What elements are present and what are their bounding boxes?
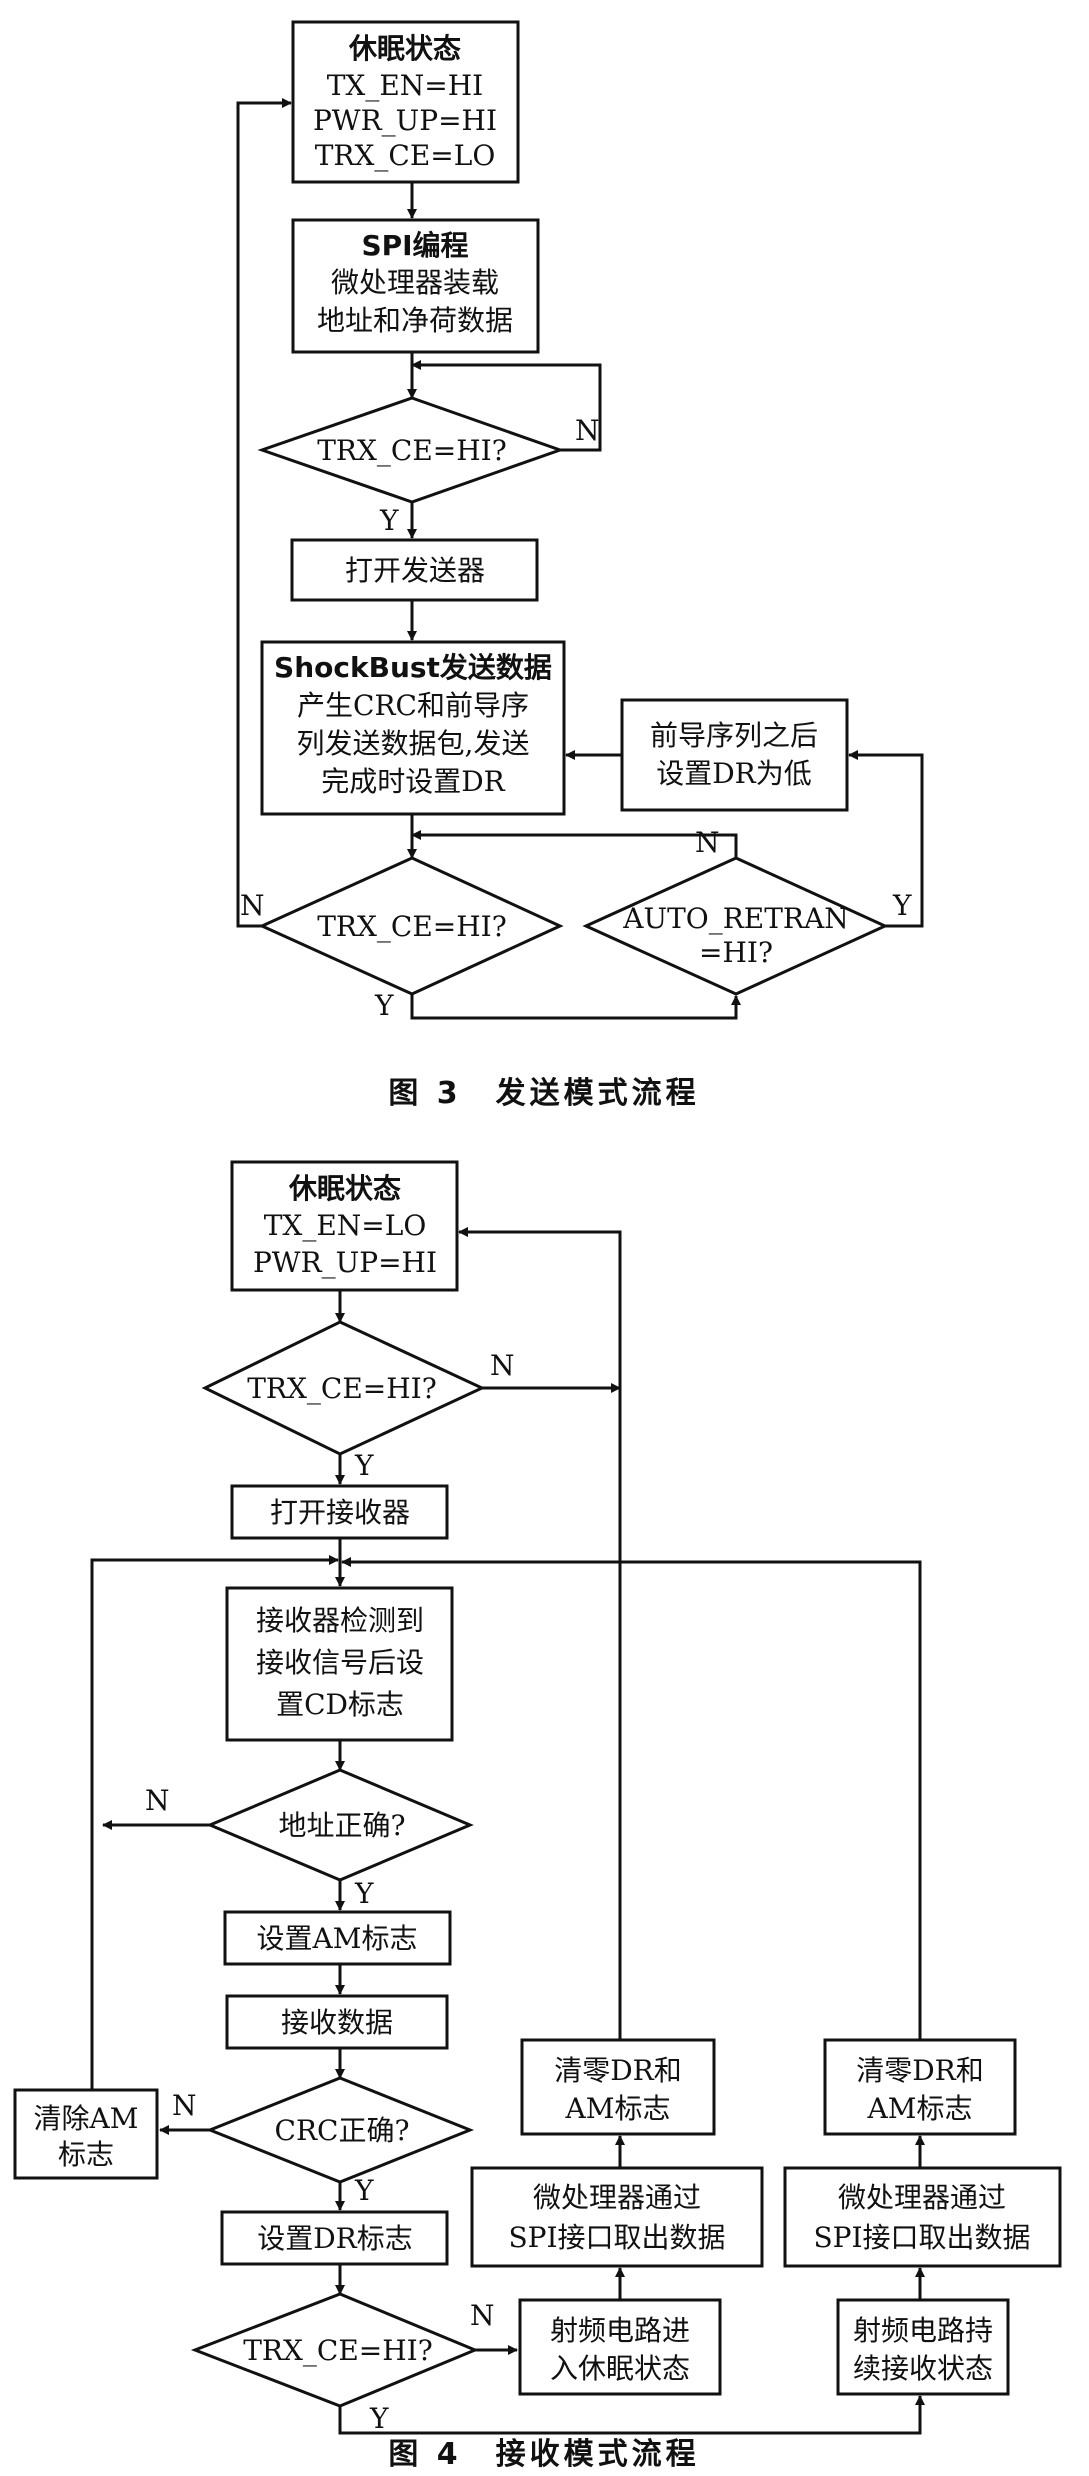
tx-shockburst-box xyxy=(260,640,566,816)
tx-spi-line1: 微处理器装载 xyxy=(331,266,499,299)
rx-decision-crc-label: CRC正确? xyxy=(275,2114,410,2147)
rx-receive-data-box xyxy=(225,1994,449,2050)
rx-mcu-read-box-1 xyxy=(470,2166,764,2268)
rx-sleep-box xyxy=(230,1160,459,1292)
tx-spi-title: SPI编程 xyxy=(361,229,468,262)
figure-3-transmit-flow: 休眠状态 TX_EN=HI PWR_UP=HI TRX_CE=LO SPI编程 … xyxy=(236,20,924,1111)
rx-detect-line1: 接收器检测到 xyxy=(256,1604,424,1637)
rx-rf-sleep-line1: 射频电路进 xyxy=(550,2314,690,2347)
tx-preamble-line2: 设置DR为低 xyxy=(656,757,812,790)
tx-label-n3: N xyxy=(695,826,720,859)
rx-clear-dr-box-2 xyxy=(823,2038,1017,2136)
rx-clear-dr-2-line2: AM标志 xyxy=(867,2092,973,2125)
rx-mcu-read-box-2 xyxy=(783,2166,1062,2268)
rx-decision-trx-ce-2-label: TRX_CE=HI? xyxy=(243,2334,433,2367)
rx-mcu-read-1-line1: 微处理器通过 xyxy=(533,2181,701,2214)
tx-label-n1: N xyxy=(575,414,600,447)
rx-rf-continue-line2: 续接收状态 xyxy=(853,2352,993,2385)
rx-sleep-line2: PWR_UP=HI xyxy=(253,1246,437,1279)
tx-shockburst-title: ShockBust发送数据 xyxy=(274,651,552,684)
tx-sleep-title: 休眠状态 xyxy=(348,32,461,65)
figure-3-caption: 图 3 发送模式流程 xyxy=(388,1076,699,1111)
tx-preamble-line1: 前导序列之后 xyxy=(650,719,818,752)
tx-label-y1: Y xyxy=(379,504,399,537)
rx-clear-dr-2-line1: 清零DR和 xyxy=(856,2054,984,2087)
rx-open-receiver-label: 打开接收器 xyxy=(270,1496,410,1529)
rx-label-y3: Y xyxy=(354,2174,374,2207)
rx-label-n4: N xyxy=(470,2299,495,2332)
rx-mcu-read-1-line2: SPI接口取出数据 xyxy=(508,2221,725,2254)
rx-rf-sleep-box xyxy=(518,2298,722,2396)
tx-decision-trx-ce-1-label: TRX_CE=HI? xyxy=(317,434,507,467)
rx-clear-dr-1-line2: AM标志 xyxy=(565,2092,671,2125)
rx-set-am-label: 设置AM标志 xyxy=(257,1922,418,1955)
rx-clear-dr-box-1 xyxy=(520,2038,716,2136)
rx-sleep-line1: TX_EN=LO xyxy=(264,1209,427,1242)
rx-set-am-box xyxy=(223,1910,452,1966)
tx-label-y3: Y xyxy=(892,889,912,922)
rx-sleep-title: 休眠状态 xyxy=(288,1172,401,1205)
rx-detect-line2: 接收信号后设 xyxy=(256,1646,424,1679)
tx-sleep-box xyxy=(291,20,520,184)
tx-shockburst-line1: 产生CRC和前导序 xyxy=(297,689,529,722)
tx-decision-auto-retran-line2: =HI? xyxy=(699,936,773,969)
rx-label-y1: Y xyxy=(354,1449,374,1482)
figure-4-receive-flow: 休眠状态 TX_EN=LO PWR_UP=HI TRX_CE=HI? N Y 打… xyxy=(13,1160,1062,2472)
rx-label-y2: Y xyxy=(354,1877,374,1910)
rx-decision-trx-ce-1-label: TRX_CE=HI? xyxy=(247,1372,437,1405)
rx-label-n2: N xyxy=(145,1784,170,1817)
rx-label-y4: Y xyxy=(369,2402,389,2435)
tx-sleep-line1: TX_EN=HI xyxy=(327,69,484,102)
tx-preamble-box xyxy=(620,698,849,812)
tx-spi-program-box xyxy=(291,218,540,354)
rx-receive-data-label: 接收数据 xyxy=(281,2006,393,2039)
tx-decision-trx-ce-2-label: TRX_CE=HI? xyxy=(317,910,507,943)
tx-decision-auto-retran xyxy=(582,856,889,996)
rx-decision-address-label: 地址正确? xyxy=(278,1809,405,1842)
tx-label-n2: N xyxy=(240,889,265,922)
figure-4-caption: 图 4 接收模式流程 xyxy=(388,2437,699,2472)
rx-rf-continue-line1: 射频电路持 xyxy=(853,2314,993,2347)
rx-open-receiver-box xyxy=(230,1484,449,1540)
rx-set-dr-label: 设置DR标志 xyxy=(257,2222,413,2255)
rx-clear-am-line2: 标志 xyxy=(58,2138,114,2171)
rx-clear-dr-1-line1: 清零DR和 xyxy=(554,2054,682,2087)
rx-rf-sleep-line2: 入休眠状态 xyxy=(550,2352,690,2385)
tx-sleep-line2: PWR_UP=HI xyxy=(313,104,497,137)
rx-detect-line3: 置CD标志 xyxy=(276,1688,404,1721)
rx-rf-continue-box xyxy=(836,2298,1010,2396)
tx-label-y2: Y xyxy=(374,989,394,1022)
tx-open-transmitter-box xyxy=(290,538,539,602)
rx-set-dr-box xyxy=(220,2210,449,2266)
tx-decision-auto-retran-line1: AUTO_RETRAN xyxy=(622,902,848,935)
rx-label-n3: N xyxy=(172,2089,197,2122)
tx-open-transmitter-label: 打开发送器 xyxy=(345,554,485,587)
rx-clear-am-box xyxy=(13,2088,159,2180)
rx-mcu-read-2-line1: 微处理器通过 xyxy=(838,2181,1006,2214)
tx-sleep-line3: TRX_CE=LO xyxy=(315,139,496,172)
rx-mcu-read-2-line2: SPI接口取出数据 xyxy=(813,2221,1030,2254)
tx-shockburst-line3: 完成时设置DR xyxy=(321,765,505,798)
rx-clear-am-line1: 清除AM xyxy=(34,2102,139,2135)
rx-label-n1: N xyxy=(490,1349,515,1382)
tx-shockburst-line2: 列发送数据包,发送 xyxy=(297,727,530,760)
rx-detect-box xyxy=(225,1586,454,1742)
tx-spi-line2: 地址和净荷数据 xyxy=(317,304,513,337)
